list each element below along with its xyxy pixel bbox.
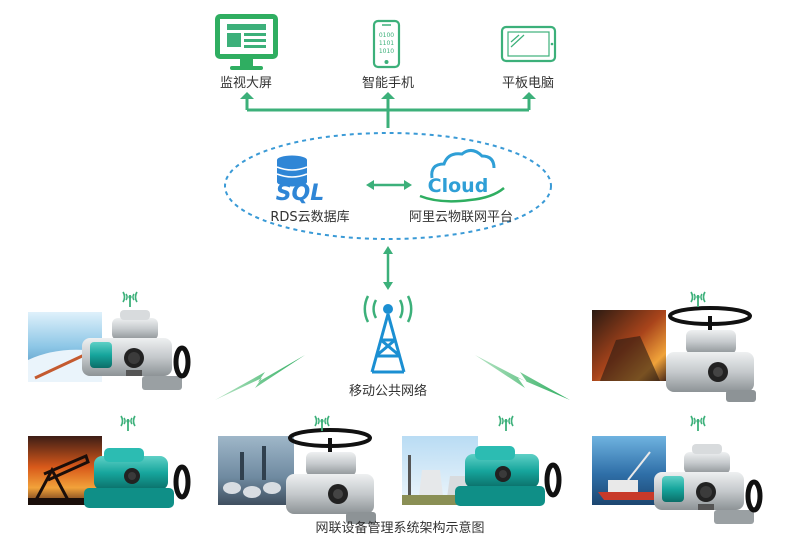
cloud-platform-label: 阿里云物联网平台 — [409, 210, 513, 225]
phone-screen-line-1: 0100 — [379, 32, 394, 39]
device-site-chemical-plant — [218, 415, 378, 526]
arrow-up-smartphone — [381, 92, 395, 99]
device-label-tablet: 平板电脑 — [502, 76, 554, 91]
database-label: RDS云数据库 — [270, 209, 349, 225]
cloud-tower-connector — [383, 246, 393, 290]
device-connector-lines — [245, 96, 531, 128]
bidirectional-arrow — [366, 180, 412, 190]
cloud-icon — [419, 149, 505, 203]
device-site-offshore-vessel — [592, 415, 760, 524]
monitor-icon — [215, 14, 278, 70]
signal-icon — [498, 415, 514, 432]
signal-icon — [690, 291, 706, 308]
cloud-group-boundary — [224, 132, 552, 240]
device-site-power-plant — [402, 415, 559, 506]
cell-tower-icon — [363, 295, 413, 374]
database-icon — [276, 155, 308, 187]
tablet-icon — [500, 25, 557, 63]
phone-screen-line-2: 1101 — [379, 40, 394, 47]
wireless-bolt-left — [215, 355, 305, 400]
device-site-steel-mill — [592, 291, 758, 404]
device-label-smartphone: 智能手机 — [362, 76, 414, 91]
network-label: 移动公共网络 — [349, 383, 427, 399]
sql-logo-text: SQL — [276, 181, 325, 206]
device-site-oilfield — [28, 415, 188, 508]
device-site-pipeline — [28, 291, 188, 390]
phone-screen-line-3: 1010 — [379, 48, 394, 55]
device-label-monitor: 监视大屏 — [220, 76, 272, 91]
arrow-up-tablet — [522, 92, 536, 99]
signal-icon — [690, 415, 706, 432]
cloud-logo-text: Cloud — [428, 175, 489, 197]
arrow-up-monitor — [240, 92, 254, 99]
signal-icon — [122, 291, 138, 308]
smartphone-icon: 0100 1101 1010 — [372, 19, 401, 69]
diagram-caption: 网联设备管理系统架构示意图 — [315, 520, 484, 536]
wireless-bolt-right — [475, 355, 570, 400]
signal-icon — [120, 415, 136, 432]
